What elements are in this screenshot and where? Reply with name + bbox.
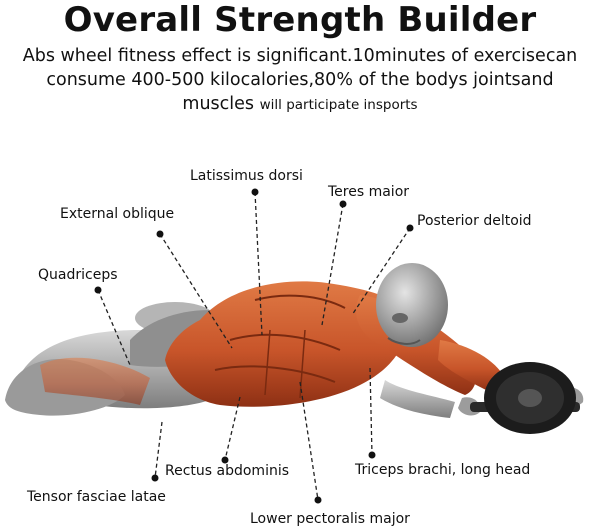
label-lower-pectoralis-major: Lower pectoralis major xyxy=(250,511,410,527)
ab-wheel xyxy=(470,362,580,434)
label-posterior-deltoid: Posterior deltoid xyxy=(417,213,532,229)
leader-dots xyxy=(94,188,414,504)
label-external-oblique: External oblique xyxy=(60,206,175,222)
subtitle-line-3-small: will participate insports xyxy=(259,97,418,113)
label-quadriceps: Quadriceps xyxy=(38,267,118,283)
label-latissimus-dorsi: Latissimus dorsi xyxy=(190,168,303,184)
subtitle-line-3-main: muscles xyxy=(182,94,255,114)
label-teres-maior: Teres maior xyxy=(328,184,410,200)
page-subtitle: Abs wheel fitness effect is significant.… xyxy=(18,44,582,117)
page-title: Overall Strength Builder xyxy=(63,0,537,40)
head xyxy=(376,263,448,347)
torso xyxy=(165,281,410,407)
subtitle-line-1: Abs wheel fitness effect is significant.… xyxy=(22,46,578,66)
leader-lines xyxy=(97,191,411,501)
label-triceps-brachi: Triceps brachi, long head xyxy=(355,462,531,478)
label-tensor-fasciae-latae: Tensor fasciae latae xyxy=(27,489,166,505)
subtitle-line-2: consume 400-500 kilocalories,80% of the … xyxy=(46,70,554,90)
label-rectus-abdominis: Rectus abdominis xyxy=(165,463,290,479)
subtitle-line-3: muscles will participate insports xyxy=(18,92,582,117)
